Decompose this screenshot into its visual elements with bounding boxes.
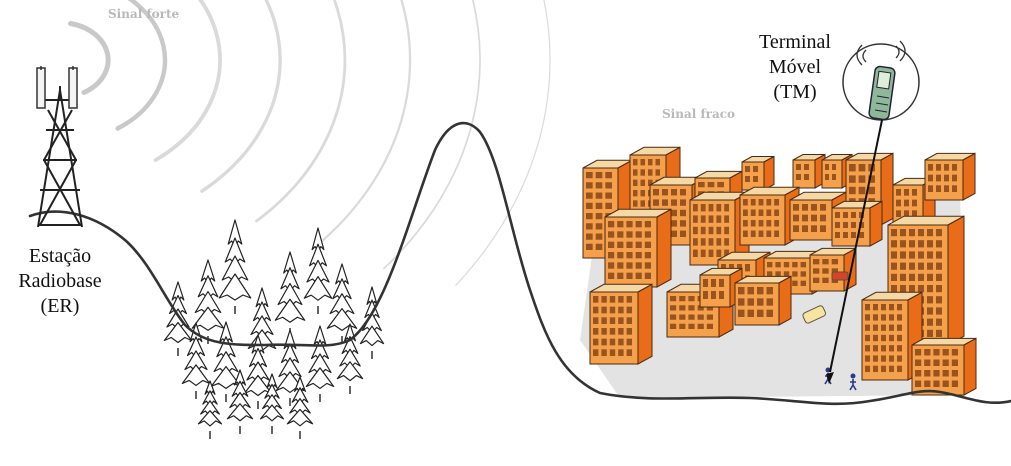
base-station-label-line1: Estação — [0, 244, 120, 269]
car-icon — [832, 272, 848, 280]
mobile-terminal-label-line3: (TM) — [740, 80, 850, 105]
pine-tree-icon — [306, 326, 333, 402]
city-building — [605, 209, 671, 287]
pine-tree-icon — [219, 220, 251, 314]
radio-wave-arc — [200, 0, 480, 268]
city-building — [735, 276, 791, 325]
pine-tree-icon — [337, 324, 362, 394]
forest — [164, 220, 383, 439]
radio-wave-arc — [170, 0, 410, 246]
city-building — [810, 248, 856, 291]
city-illustration — [580, 147, 976, 398]
mobile-terminal-label-line1: Terminal — [740, 30, 850, 55]
radio-waves — [71, 0, 551, 285]
base-station-tower — [37, 66, 82, 227]
city-building — [912, 338, 976, 395]
city-building — [742, 157, 774, 191]
pine-tree-icon — [304, 228, 331, 314]
radio-wave-arc — [121, 0, 280, 191]
base-station-label-line2: Radiobase — [0, 269, 120, 294]
radio-wave-arc — [144, 0, 345, 221]
pine-tree-icon — [275, 252, 304, 336]
strong-signal-label: Sinal forte — [108, 7, 179, 21]
pine-tree-icon — [164, 282, 191, 356]
mobile-terminal-label: Terminal Móvel (TM) — [740, 30, 850, 105]
city-building — [590, 284, 652, 364]
mobile-terminal-label-line2: Móvel — [740, 55, 850, 80]
weak-signal-label: Sinal fraco — [662, 107, 735, 121]
base-station-label-line3: (ER) — [0, 294, 120, 319]
city-building — [793, 155, 825, 189]
pine-tree-icon — [198, 381, 221, 439]
base-station-label: Estação Radiobase (ER) — [0, 244, 120, 319]
city-building — [925, 153, 975, 200]
